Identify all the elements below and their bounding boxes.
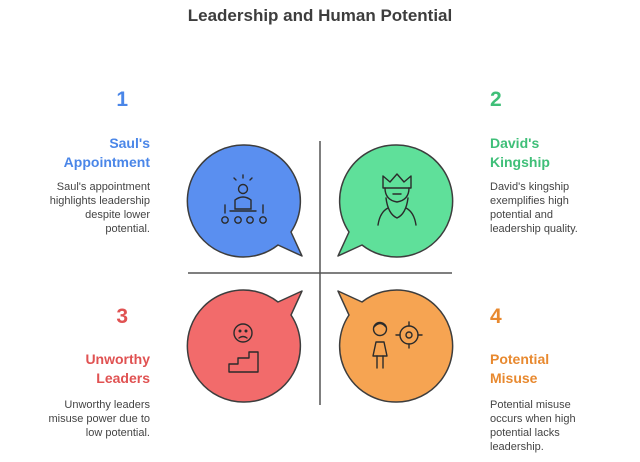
quadrant-4-number: 4 [490, 305, 502, 328]
quadrant-2-heading: David's Kingship [490, 134, 550, 172]
quadrant-3-heading-line: Leaders [96, 370, 150, 386]
quadrant-2-heading-line: David's [490, 135, 540, 151]
quadrant-1-description-line: potential. [105, 223, 150, 235]
quadrant-4-bubble-shape [337, 289, 454, 403]
quadrant-2-description: David's kingship exemplifies high potent… [490, 180, 578, 236]
quadrant-3-bubble-shape [186, 289, 303, 403]
quadrant-4-heading: Potential Misuse [490, 350, 549, 388]
crowned-king-icon [377, 173, 417, 226]
quadrant-3-description-line: Unworthy leaders [64, 399, 150, 411]
quadrant-4-bubble [337, 289, 454, 403]
quadrant-1-bubble [186, 144, 303, 258]
quadrant-3-description-line: low potential. [85, 427, 150, 439]
quadrant-4-description-line: potential lacks [490, 427, 560, 439]
quadrant-3-heading-line: Unworthy [85, 351, 150, 367]
quadrant-1-description-line: highlights leadership [49, 195, 150, 207]
quadrant-4-description: Potential misuse occurs when high potent… [490, 398, 576, 454]
quadrant-3-heading: Unworthy Leaders [85, 350, 150, 388]
leader-with-audience-icon [221, 174, 267, 224]
quadrant-2-heading-line: Kingship [490, 154, 550, 170]
quadrant-1-heading-line: Saul's [109, 135, 150, 151]
quadrant-1-bubble-shape [186, 144, 303, 258]
quadrant-1-description-line: Saul's appointment [56, 181, 150, 193]
quadrant-2-number: 2 [490, 88, 502, 111]
quadrant-1-heading: Saul's Appointment [64, 134, 150, 172]
page-title: Leadership and Human Potential [187, 6, 453, 25]
quadrant-1-heading-line: Appointment [63, 154, 150, 170]
quadrant-2-description-line: David's kingship [490, 181, 570, 193]
quadrant-4-heading-line: Potential [490, 351, 550, 367]
quadrant-2-description-line: potential and [490, 209, 553, 221]
quadrant-4-description-line: Potential misuse [490, 399, 571, 411]
quadrant-3-description-line: misuse power due to [48, 413, 151, 425]
quadrant-3-number: 3 [116, 305, 128, 328]
person-target-icon [372, 321, 423, 369]
quadrant-4-description-line: occurs when high [490, 413, 576, 425]
quadrant-1-number: 1 [116, 88, 128, 111]
quadrant-2-description-line: leadership quality. [490, 223, 578, 235]
sad-person-podium-icon [228, 323, 259, 373]
quadrant-1-description: Saul's appointment highlights leadership… [50, 180, 150, 236]
quadrant-3-bubble [186, 289, 303, 403]
quadrant-3-description: Unworthy leaders misuse power due to low… [49, 398, 151, 440]
quadrant-4-heading-line: Misuse [490, 370, 538, 386]
quadrant-1-description-line: despite lower [85, 209, 150, 221]
quadrant-2-description-line: exemplifies high [490, 195, 569, 207]
quadrant-4-description-line: leadership. [490, 441, 544, 453]
